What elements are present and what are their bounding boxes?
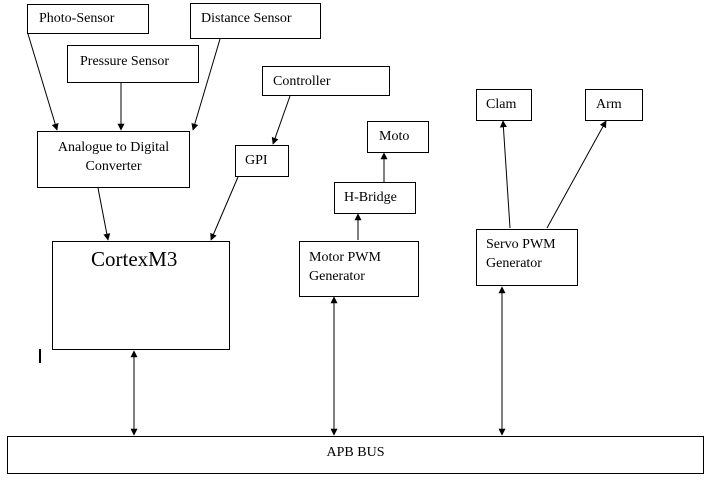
controller-label: Controller xyxy=(273,74,331,89)
arrow-photo-sensor-to-adc xyxy=(27,33,59,131)
adc-label: Analogue to Digital Converter xyxy=(57,140,170,174)
moto-label: Moto xyxy=(379,129,410,144)
distance-sensor-label: Distance Sensor xyxy=(201,11,292,26)
servo-pwm-generator-label: Servo PWM Generator xyxy=(486,237,556,271)
arrow-gpi-to-cortex xyxy=(210,176,239,241)
controller-box: Controller xyxy=(262,66,390,96)
h-bridge-box: H-Bridge xyxy=(334,182,416,214)
cortex-m3-label: CortexM3 xyxy=(91,247,178,271)
adc-box: Analogue to Digital Converter xyxy=(37,131,190,188)
clam-label: Clam xyxy=(486,97,517,112)
motor-pwm-generator-label: Motor PWM Generator xyxy=(309,250,381,284)
arrow-distance-sensor-to-adc xyxy=(191,38,221,131)
gpi-box: GPI xyxy=(235,145,289,177)
text-cursor xyxy=(39,349,41,363)
motor-pwm-generator-box: Motor PWM Generator xyxy=(299,241,419,297)
pressure-sensor-label: Pressure Sensor xyxy=(80,54,170,69)
pressure-sensor-box: Pressure Sensor xyxy=(67,45,199,83)
arrow-servo-pwm-to-clam xyxy=(499,120,511,229)
moto-box: Moto xyxy=(367,121,429,153)
photo-sensor-label: Photo-Sensor xyxy=(39,11,115,26)
arrow-servo-pwm-to-arm xyxy=(546,120,607,229)
arm-box: Arm xyxy=(585,89,643,121)
gpi-label: GPI xyxy=(245,153,268,168)
arrow-adc-to-cortex xyxy=(97,187,111,241)
h-bridge-label: H-Bridge xyxy=(344,190,397,205)
arm-label: Arm xyxy=(596,97,622,112)
clam-box: Clam xyxy=(476,89,532,121)
apb-bus-label: APB BUS xyxy=(326,445,385,460)
cortex-m3-box: CortexM3 xyxy=(52,241,230,350)
arrow-controller-to-gpi xyxy=(271,95,291,145)
apb-bus-box: APB BUS xyxy=(7,436,704,474)
photo-sensor-box: Photo-Sensor xyxy=(27,4,149,34)
distance-sensor-box: Distance Sensor xyxy=(190,3,321,39)
servo-pwm-generator-box: Servo PWM Generator xyxy=(476,229,578,286)
